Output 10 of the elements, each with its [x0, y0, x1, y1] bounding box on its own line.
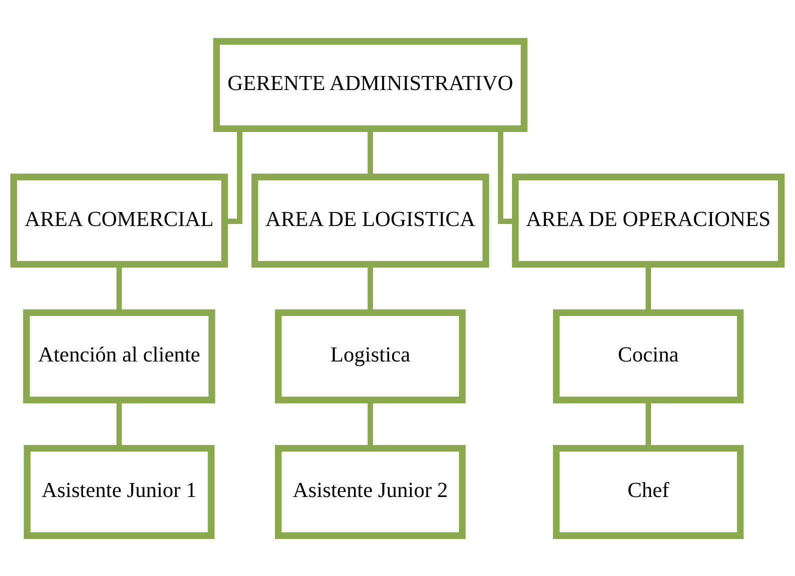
node-box: Cocina — [552, 308, 744, 403]
node-box: AREA COMERCIAL — [10, 173, 228, 268]
node-box: Chef — [552, 444, 744, 538]
node-box: Asistente Junior 1 — [24, 444, 214, 538]
node-box: AREA DE LOGISTICA — [251, 173, 490, 268]
node-box: GERENTE ADMINISTRATIVO — [213, 38, 528, 132]
node-box: Logistica — [274, 308, 466, 403]
node-box: Asistente Junior 2 — [274, 444, 466, 538]
node-box: AREA DE OPERACIONES — [512, 173, 785, 268]
node-box: Atención al cliente — [23, 308, 216, 403]
